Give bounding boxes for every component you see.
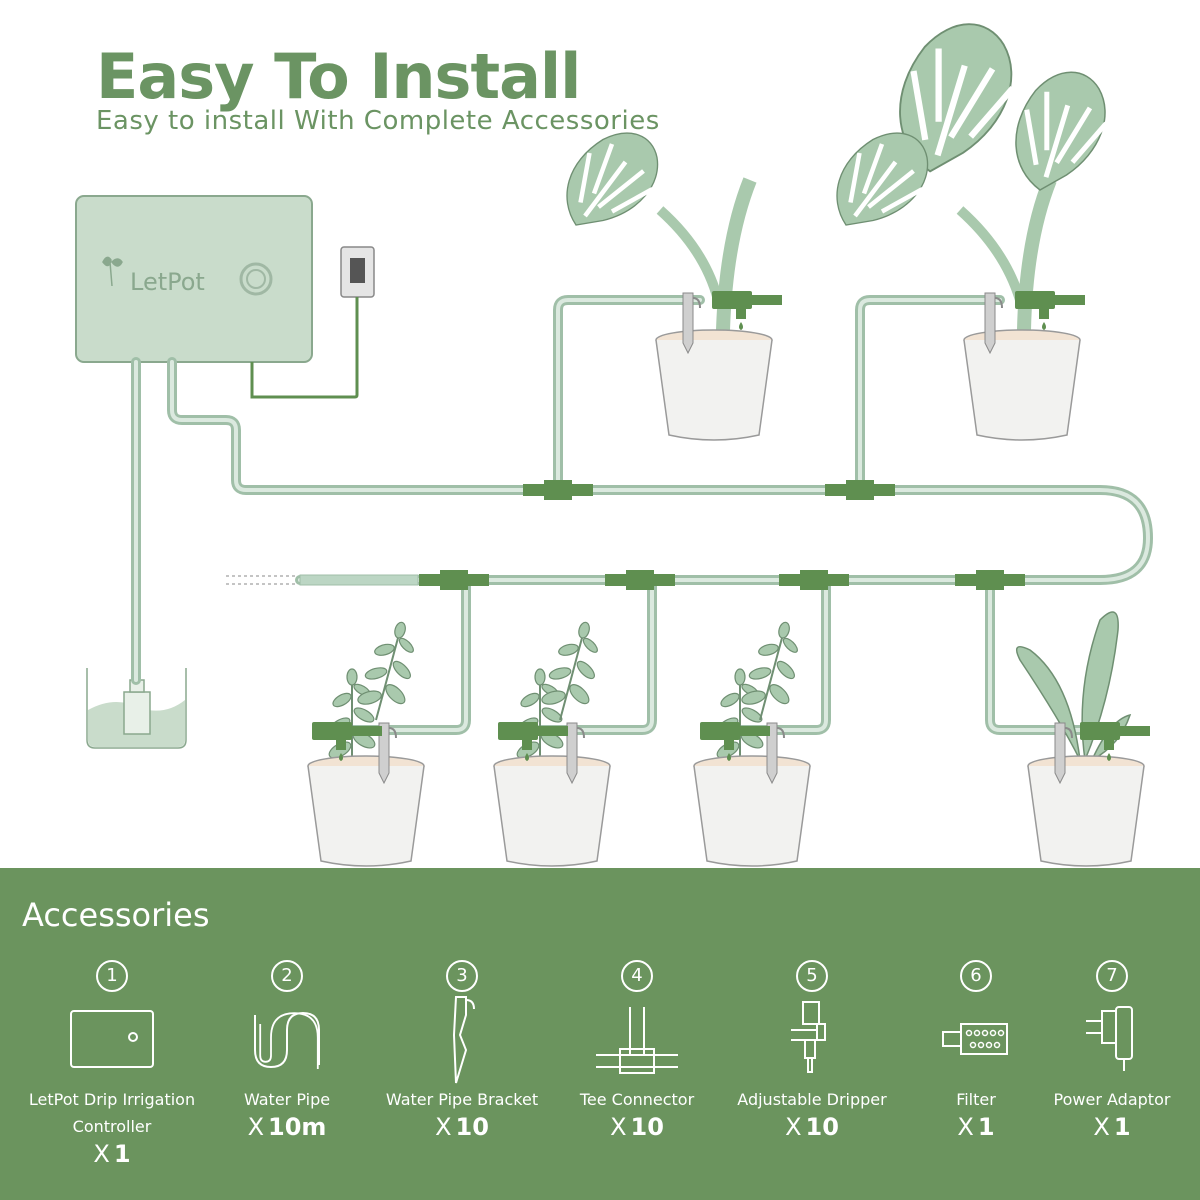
- installation-diagram: LetPot: [75, 0, 1154, 867]
- filter-segment: [299, 574, 419, 586]
- accessories-panel: Accessories 1 LetPot Drip Irrigation Con…: [0, 868, 1200, 1200]
- accessory-number: 6: [960, 960, 992, 992]
- irrigation-controller: LetPot: [75, 195, 313, 363]
- accessory-label: Tee Connector: [579, 1090, 695, 1109]
- accessory-label: Water Pipe Bracket: [385, 1090, 539, 1109]
- accessories-title: Accessories: [22, 896, 210, 934]
- herb-pot-2: [493, 614, 612, 867]
- letpot-logo-icon: [102, 256, 123, 287]
- water-reservoir: [86, 668, 187, 749]
- controller-icon: [17, 994, 207, 1086]
- accessory-number: 2: [271, 960, 303, 992]
- accessory-label: Filter: [956, 1090, 996, 1109]
- accessory-label: Power Adaptor: [1053, 1090, 1171, 1109]
- leafy-plant-pot: [1015, 611, 1150, 867]
- power-adapter: [250, 246, 375, 399]
- accessory-label: Adjustable Dripper: [737, 1090, 887, 1109]
- tee-connector-icon: [542, 994, 732, 1086]
- herb-pot-3: [693, 614, 812, 867]
- monstera-pot-1: [567, 13, 1037, 441]
- accessory-number: 5: [796, 960, 828, 992]
- accessory-label: Water Pipe: [243, 1090, 331, 1109]
- dripper-icon: [717, 994, 907, 1086]
- accessory-number: 1: [96, 960, 128, 992]
- tee-connectors: [419, 480, 1025, 590]
- pipe-bracket-icon: [367, 994, 557, 1086]
- power-button-icon: [239, 262, 273, 296]
- power-adaptor-icon: [1017, 994, 1200, 1086]
- monstera-pot-2: [837, 63, 1125, 441]
- herb-pot-1: [307, 614, 428, 867]
- accessory-label: LetPot Drip Irrigation: [28, 1090, 196, 1109]
- accessory-number: 7: [1096, 960, 1128, 992]
- page-title: Easy To Install: [96, 40, 581, 113]
- water-pipe-icon: [192, 994, 382, 1086]
- filter-icon: [881, 994, 1071, 1086]
- accessory-number: 3: [446, 960, 478, 992]
- accessory-number: 4: [621, 960, 653, 992]
- accessory-label-line2: Controller: [72, 1117, 152, 1136]
- controller-brand-label: LetPot: [130, 268, 205, 296]
- page-subtitle: Easy to install With Complete Accessorie…: [96, 106, 660, 136]
